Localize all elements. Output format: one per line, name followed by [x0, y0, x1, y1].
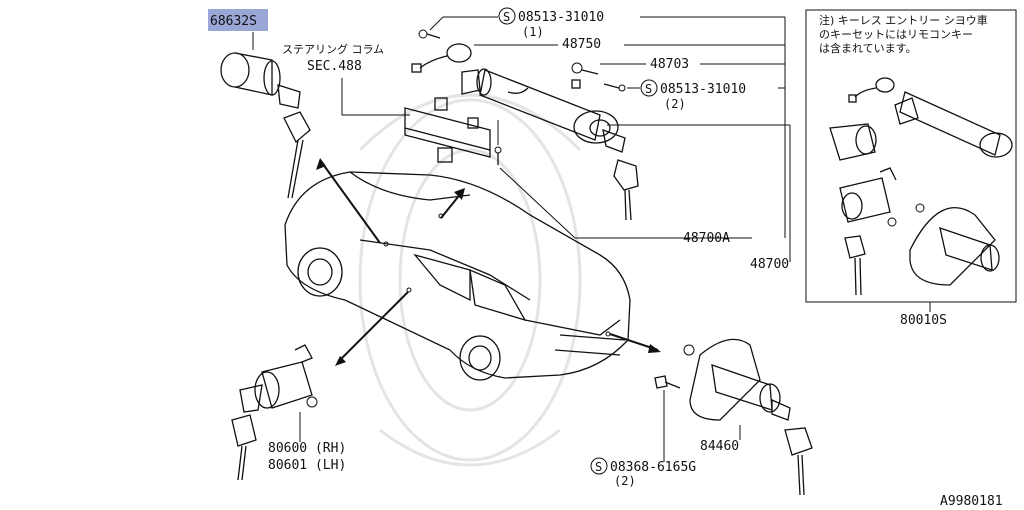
screw-08513-side: [603, 83, 626, 92]
key-warning-switch: [571, 62, 599, 89]
vehicle-outline: [284, 171, 631, 381]
part-80010-label[interactable]: 80010S: [900, 313, 947, 328]
screw-symbol-2: [640, 79, 658, 97]
door-lock-cylinder: [231, 344, 318, 481]
steering-column-bracket: [404, 97, 491, 163]
ignition-lock-cylinder: [220, 52, 311, 199]
trunk-lock-bolt: [654, 375, 681, 389]
part-68632-label[interactable]: 68632S: [210, 14, 257, 29]
part-48750-label[interactable]: 48750: [562, 37, 601, 52]
steering-lock-assembly: [461, 68, 639, 221]
part-08513-qty-1: (1): [522, 25, 544, 39]
part-80601-label[interactable]: 80601 (LH): [268, 458, 346, 473]
part-08513-qty-2: (2): [664, 97, 686, 111]
svg-text:S: S: [645, 82, 652, 96]
note-line-2: のキーセットにはリモコンキー: [819, 28, 973, 41]
part-08513-label-2[interactable]: 08513-31010: [660, 82, 746, 97]
figure-code: A9980181: [940, 494, 1003, 509]
key-set-kit-box: [805, 9, 1017, 303]
part-48700-label[interactable]: 48700: [750, 257, 789, 272]
part-08368-qty: (2): [614, 474, 636, 488]
screw-symbol-1: [498, 7, 516, 25]
section-label-jp: ステアリング コラム: [282, 42, 384, 56]
screw-symbol-3: [590, 457, 608, 475]
svg-text:S: S: [503, 10, 510, 24]
note-line-3: は含まれています。: [819, 41, 917, 55]
callout-arrows: [316, 158, 661, 366]
ignition-switch-connector: [411, 43, 472, 73]
note-line-1: 注) キーレス エントリー シヨウ車: [819, 13, 988, 27]
svg-text:S: S: [595, 460, 602, 474]
section-ref-label[interactable]: SEC.488: [307, 59, 362, 74]
part-48700A-label[interactable]: 48700A: [683, 231, 730, 246]
part-48703-label[interactable]: 48703: [650, 57, 689, 72]
part-08368-label[interactable]: 08368-6165G: [610, 460, 696, 475]
kit-parts: [829, 77, 1013, 296]
part-80600-label[interactable]: 80600 (RH): [268, 441, 346, 456]
trunk-lock-assembly: [683, 338, 813, 496]
watermark-emblem: [358, 93, 582, 467]
screw-08513-top: [418, 29, 441, 39]
part-08513-label-1[interactable]: 08513-31010: [518, 10, 604, 25]
part-84460-label[interactable]: 84460: [700, 439, 739, 454]
bracket-screw: [494, 146, 502, 165]
part-68632-highlight: [208, 9, 268, 31]
